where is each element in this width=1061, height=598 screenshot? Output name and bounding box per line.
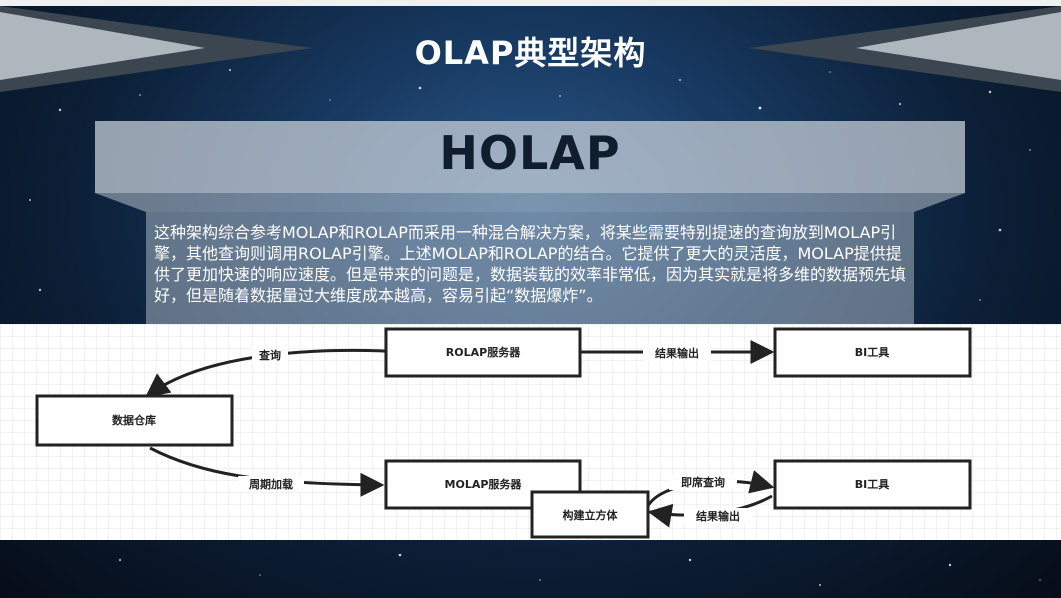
node-bi-top: BI工具	[855, 346, 889, 359]
edge-label-result-bottom: 结果输出	[695, 509, 740, 523]
node-bi-bottom-box	[773, 459, 972, 510]
edge-label-instant-query: 即席查询	[681, 475, 725, 489]
edge-periodic-load	[149, 446, 385, 497]
node-warehouse-box	[35, 394, 234, 447]
description-panel	[146, 212, 914, 325]
left-wing-decoration	[0, 6, 312, 92]
description-text: 这种架构综合参考MOLAP和ROLAP而采用一种混合解决方案，将某些需要特别提速…	[154, 223, 907, 305]
edge-label-query: 查询	[259, 348, 281, 362]
diagram-canvas: ROLAP服务器 BI工具 数据仓库 MOLAP服务器 BI工具 构建立方体 查…	[0, 324, 1061, 540]
node-cube-box	[530, 490, 650, 539]
edge-label-result-top: 结果输出	[654, 346, 699, 360]
node-cube: 构建立方体	[563, 508, 619, 522]
banner-trapezoid	[95, 193, 965, 212]
node-molap-box	[384, 459, 582, 510]
node-molap: MOLAP服务器	[445, 477, 523, 491]
subtitle-text: HOLAP	[439, 126, 621, 180]
node-rolap: ROLAP服务器	[446, 345, 521, 359]
node-bi-top-box	[773, 327, 972, 378]
top-band	[0, 0, 1061, 6]
edge-label-periodic-load: 周期加载	[249, 477, 293, 491]
node-bi-bottom: BI工具	[855, 478, 889, 491]
subtitle-banner	[95, 121, 965, 193]
right-wing-decoration	[749, 6, 1061, 92]
node-rolap-box	[384, 327, 582, 378]
node-warehouse: 数据仓库	[112, 413, 156, 427]
slide-title: OLAP典型架构	[414, 34, 647, 72]
architecture-diagram: ROLAP服务器 BI工具 数据仓库 MOLAP服务器 BI工具 构建立方体 查…	[0, 324, 1061, 540]
